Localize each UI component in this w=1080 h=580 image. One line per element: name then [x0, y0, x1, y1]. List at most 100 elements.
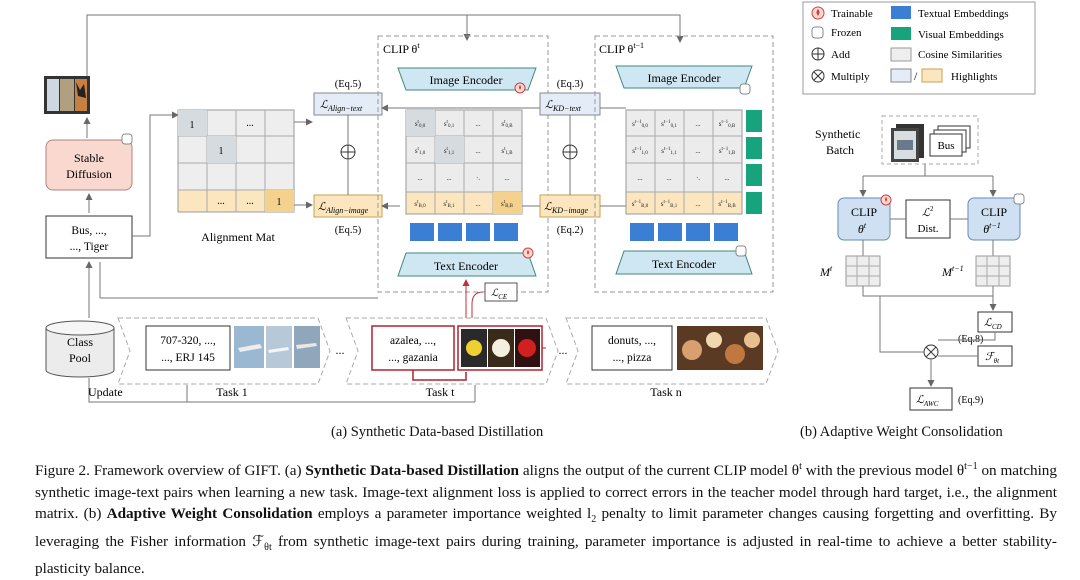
clip-t1-title: CLIP θt−1	[599, 41, 644, 56]
svg-text:st−1B,B: st−1B,B	[718, 200, 736, 209]
trainable-icon	[880, 194, 892, 206]
subcaption-a: (a) Synthetic Data-based Distillation	[331, 424, 544, 440]
class-pool	[45, 320, 115, 378]
dist-label: Dist.	[917, 223, 938, 235]
l-align-image: ℒAlign−image	[318, 201, 369, 215]
taskt-classes-line1: azalea, ...,	[390, 335, 436, 347]
svg-text:st−10,B: st−10,B	[719, 120, 736, 129]
svg-text:st−1B,0: st−1B,0	[632, 200, 649, 209]
image-encoder-t-label: Image Encoder	[430, 73, 503, 87]
frozen-icon	[121, 133, 133, 145]
taskt-images	[457, 325, 543, 371]
framework-figure: Trainable Frozen Add Multiply Textual Em…	[44, 1, 1036, 411]
svg-text:stB,B: stB,B	[501, 200, 514, 209]
svg-text:st0,B: st0,B	[501, 120, 513, 129]
theta-t1-label: θt−1	[983, 221, 1001, 236]
task1-classes-line1: 707-320, ...,	[160, 335, 216, 347]
taskn-label: Task n	[650, 385, 682, 399]
add-icon	[562, 144, 578, 160]
taskt-classes-box	[371, 325, 455, 371]
trainable-icon	[522, 247, 534, 259]
matrix-cell-2: 1	[219, 146, 224, 157]
image-encoder-t	[397, 67, 537, 91]
clip-t1-label: CLIP	[981, 205, 1007, 219]
svg-text:...: ...	[475, 200, 481, 208]
task1-label: Task 1	[216, 385, 248, 399]
svg-text:st−10,1: st−10,1	[661, 120, 677, 129]
fisher: ℱθt	[985, 351, 1000, 365]
generated-images	[44, 76, 90, 114]
text-encoder-t	[397, 252, 537, 277]
alignment-mat-label: Alignment Mat	[201, 230, 275, 244]
trainable-icon	[811, 6, 825, 20]
clip-t-box	[377, 35, 549, 293]
eq3: (Eq.3)	[557, 79, 584, 90]
matrix-m-t1	[975, 255, 1011, 287]
image-encoder-t1-label: Image Encoder	[648, 71, 721, 85]
legend-multiply: Multiply	[831, 71, 870, 83]
matrix-dots-2: ...	[246, 196, 254, 207]
stable-diffusion-box	[45, 139, 133, 191]
task1-images	[234, 326, 320, 368]
legend-trainable: Trainable	[831, 8, 873, 20]
multiply-icon	[811, 69, 825, 83]
visual-embeddings-t1	[746, 110, 762, 214]
clip-t-label: CLIP	[851, 205, 877, 219]
taskt-classes-line2: ..., gazania	[388, 352, 438, 364]
l-cd: ℒCD	[984, 317, 1002, 331]
svg-text:...: ...	[446, 174, 452, 182]
class-names-line1: Bus, ...,	[71, 225, 106, 237]
text-encoder-t-label: Text Encoder	[434, 259, 498, 273]
frozen-icon	[811, 26, 824, 39]
add-icon	[811, 47, 825, 61]
taskt-label: Task t	[426, 385, 455, 399]
alignment-matrix	[177, 109, 295, 213]
svg-text:...: ...	[475, 147, 481, 155]
frozen-icon	[739, 83, 751, 95]
class-names-box	[45, 215, 133, 259]
svg-text:...: ...	[695, 147, 701, 155]
text-embeddings-t1	[630, 223, 738, 241]
matrix-cell-3: 1	[277, 197, 282, 208]
stable-diffusion-line2: Diffusion	[66, 167, 112, 181]
taskn-classes-line2: ..., pizza	[613, 352, 652, 364]
legend-add: Add	[831, 49, 850, 61]
clip-t-title: CLIP θt	[383, 41, 420, 56]
legend: Trainable Frozen Add Multiply Textual Em…	[802, 1, 1036, 95]
l-ce: ℒCE	[491, 288, 508, 301]
taskn-classes-line1: donuts, ...,	[608, 335, 656, 347]
matrix-dots-1: ...	[246, 118, 254, 129]
svg-text:·.: ·.	[476, 174, 480, 182]
svg-text:st−11,B: st−11,B	[719, 147, 736, 156]
textual-swatch	[891, 6, 911, 19]
l-kd-image: ℒKD−image	[544, 201, 588, 215]
svg-text:st−1B,1: st−1B,1	[661, 200, 678, 209]
legend-textual: Textual Embeddings	[918, 8, 1009, 20]
class-names-line2: ..., Tiger	[70, 241, 109, 253]
svg-text:...: ...	[637, 174, 643, 182]
figure-caption: Figure 2. Framework overview of GIFT. (a…	[35, 461, 1057, 578]
text-encoder-t1-label: Text Encoder	[652, 257, 716, 271]
cosine-matrix-t1	[625, 109, 743, 215]
svg-text:...: ...	[695, 120, 701, 128]
legend-cosine: Cosine Similarities	[918, 49, 1002, 61]
synthetic-batch-box	[881, 115, 979, 165]
subcaption-b: (b) Adaptive Weight Consolidation	[800, 424, 1003, 440]
svg-text:...: ...	[417, 174, 423, 182]
m-t1-label: Mt−1	[941, 264, 964, 279]
legend-highlights: Highlights	[951, 71, 997, 83]
svg-text:st−11,1: st−11,1	[661, 147, 677, 156]
m-t-label: Mt	[819, 264, 833, 279]
clip-t1-box	[594, 35, 774, 293]
highlight-swatch-orange	[921, 68, 943, 83]
matrix-m-t	[845, 255, 881, 287]
taskn-images	[677, 326, 763, 370]
svg-text:...: ...	[724, 174, 730, 182]
svg-text:st1,1: st1,1	[444, 147, 455, 156]
svg-text:st1,0: st1,0	[415, 147, 426, 156]
update-label: Update	[88, 385, 123, 399]
frozen-icon	[735, 245, 747, 257]
l-awc-box	[909, 387, 953, 411]
frozen-icon	[1013, 193, 1025, 205]
synthetic-batch-image	[891, 124, 924, 162]
